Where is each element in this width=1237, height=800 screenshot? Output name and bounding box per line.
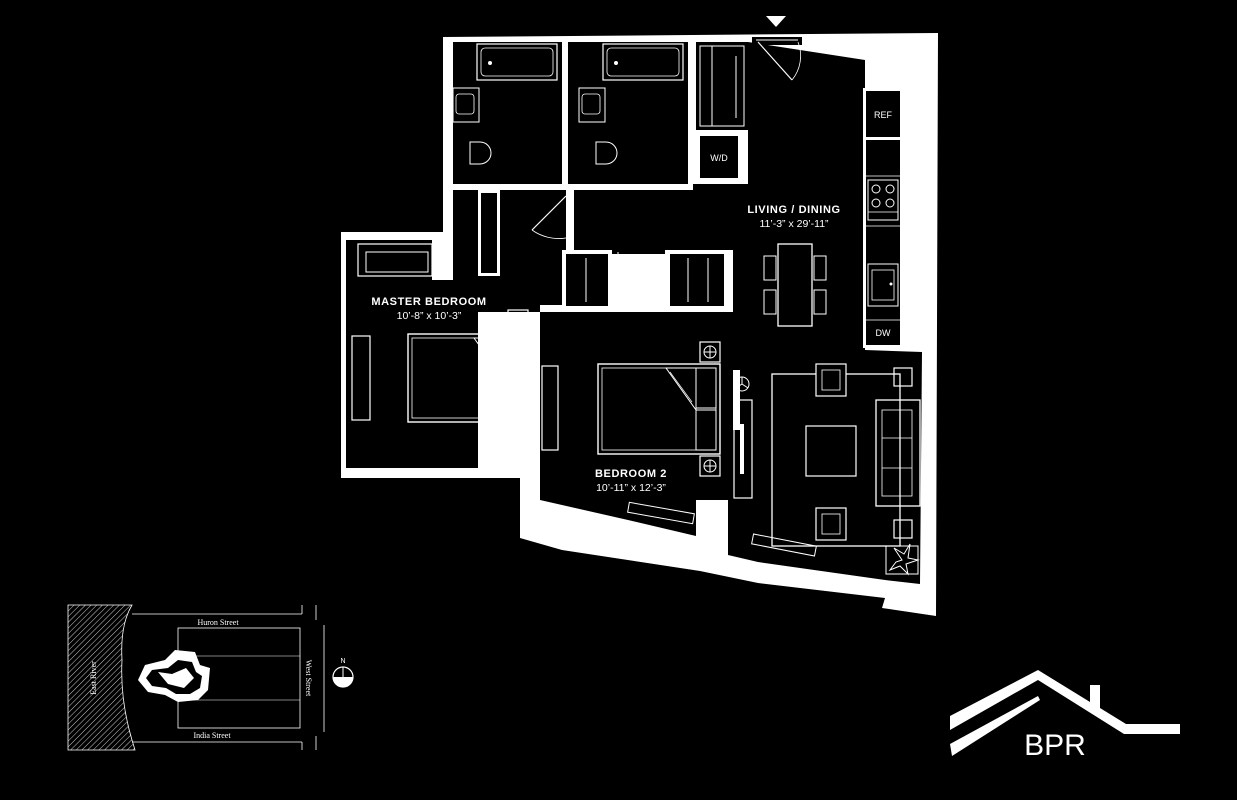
master-closet [357,243,433,277]
bath-door [531,195,567,239]
living-radiator [751,533,817,557]
wd-label: W/D [710,153,728,163]
living-dining-dims: 11’-3” x 29’-11” [759,218,829,230]
bedroom2-radiator [627,501,695,525]
key-plan: Huron Street India Street West Street Ea… [67,604,325,751]
master-bedroom-dims: 10’-8” x 10’-3” [397,310,462,322]
exterior-walls [341,33,938,616]
entry-door [752,37,802,81]
west-street-label: West Street [304,660,313,697]
bedroom2-dresser [541,365,559,451]
master-bed [407,333,529,423]
media-console [733,399,753,499]
east-river-label: East River [89,661,98,695]
dw-label: DW [876,328,891,338]
living-dining-name: LIVING / DINING [747,204,840,216]
bedroom2-closets [562,250,733,312]
kitchen-sink-icon [867,263,899,307]
entry-arrow-icon [766,16,786,27]
bedroom2-dims: 10’-11” x 12’-3” [596,482,666,494]
hall-closet [478,190,574,276]
washer-dryer: W/D [696,132,742,182]
bedroom2-name: BEDROOM 2 [595,468,667,480]
thermostat-icon [734,376,750,392]
logo-text: BPR [1024,729,1086,762]
india-street-label: India Street [193,731,231,740]
cooktop-icon [867,179,899,221]
compass-icon: N [332,658,354,688]
entry-closet [696,42,748,130]
compass-north-label: N [340,658,345,665]
kitchen: REF DW [863,88,903,348]
living-window-2 [695,554,757,567]
living-room-furniture [771,363,921,547]
bathroom-2 [578,42,696,184]
living-window [757,565,885,593]
master-nightstands [507,309,529,445]
bathroom-1 [452,42,568,184]
bedroom2-bed [597,363,721,455]
plant-icon [885,543,920,576]
master-dresser [351,335,371,421]
master-bedroom-name: MASTER BEDROOM [371,296,486,308]
bedroom2-door [612,246,665,291]
ref-label: REF [874,110,893,120]
huron-street-label: Huron Street [197,618,239,627]
dining-table [763,243,827,327]
bedroom2-nightstands [699,341,721,477]
bedroom2-window [523,519,691,551]
bpr-logo: BPR [950,670,1180,762]
